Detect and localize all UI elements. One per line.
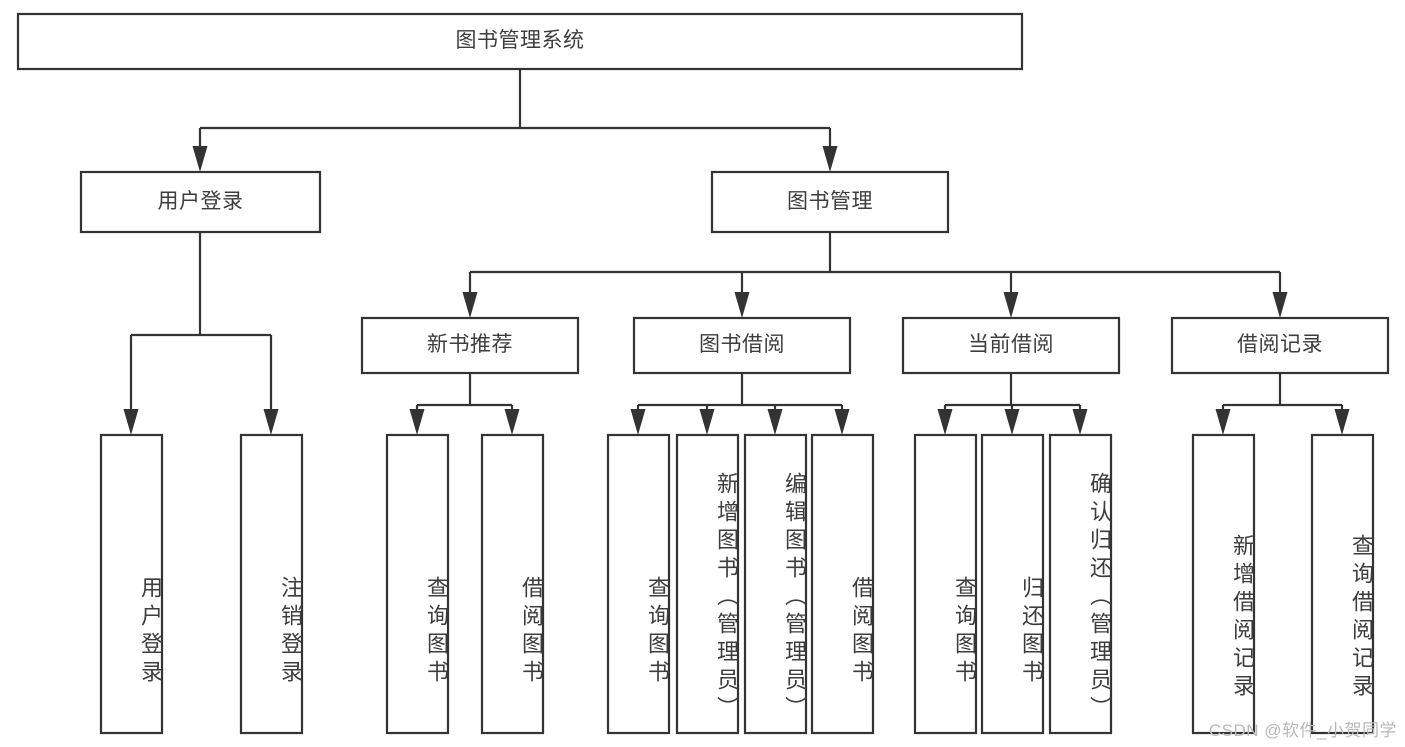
arrow-to-book-borrow-head: [734, 292, 750, 318]
arrow-to-user-logout: [263, 335, 279, 435]
arrow-to-borrow-book-1: [504, 405, 520, 435]
node-box-query-book-1[interactable]: [385, 433, 450, 735]
arrow-to-book-borrow: [734, 272, 750, 318]
node-box-borrow-records[interactable]: [1170, 316, 1390, 375]
arrow-to-add-book-admin: [699, 405, 715, 435]
arrow-to-user-login-head: [192, 146, 208, 172]
arrow-to-user-login-do: [123, 335, 139, 435]
arrow-to-query-book-2: [630, 405, 646, 435]
node-box-user-login[interactable]: [79, 170, 322, 234]
arrow-to-query-borrow-record-head: [1334, 409, 1350, 435]
node-box-user-login-do[interactable]: [99, 433, 164, 735]
arrow-to-add-borrow-record: [1215, 405, 1231, 435]
node-box-book-management[interactable]: [710, 170, 950, 234]
borrow-records-bus: [1223, 373, 1342, 407]
node-box-query-borrow-record[interactable]: [1310, 433, 1375, 735]
arrow-to-return-book-head: [1004, 409, 1020, 435]
arrow-to-new-book-recommend: [462, 272, 478, 318]
root-bus: [200, 69, 830, 130]
arrow-to-query-book-3-head: [937, 409, 953, 435]
arrow-to-new-book-recommend-head: [462, 292, 478, 318]
node-box-book-borrow[interactable]: [632, 316, 852, 375]
arrow-to-query-borrow-record: [1334, 405, 1350, 435]
arrow-to-return-book: [1004, 405, 1020, 435]
arrow-to-edit-book-admin-head: [767, 409, 783, 435]
arrow-to-query-book-2-head: [630, 409, 646, 435]
arrow-to-confirm-return-admin: [1072, 405, 1088, 435]
book-borrow-bus: [638, 373, 842, 407]
arrow-to-query-book-1: [409, 405, 425, 435]
arrow-to-borrow-book-1-head: [504, 409, 520, 435]
arrow-to-user-login-do-head: [123, 409, 139, 435]
arrow-to-borrow-records-head: [1272, 292, 1288, 318]
current-borrow-bus: [945, 373, 1080, 407]
arrow-to-edit-book-admin: [767, 405, 783, 435]
node-box-new-book-recommend[interactable]: [360, 316, 580, 375]
node-box-user-logout[interactable]: [239, 433, 304, 735]
node-boxes: [16, 12, 1390, 735]
arrow-to-query-book-3: [937, 405, 953, 435]
node-box-current-borrow[interactable]: [901, 316, 1121, 375]
arrow-to-borrow-book-2: [834, 405, 850, 435]
node-box-borrow-book-1[interactable]: [480, 433, 545, 735]
node-box-borrow-book-2[interactable]: [810, 433, 875, 735]
arrow-to-book-management: [822, 128, 838, 172]
node-box-add-book-admin[interactable]: [675, 433, 740, 735]
node-box-query-book-3[interactable]: [913, 433, 978, 735]
arrow-to-book-management-head: [822, 146, 838, 172]
node-box-return-book[interactable]: [980, 433, 1045, 735]
arrow-to-query-book-1-head: [409, 409, 425, 435]
arrow-to-add-borrow-record-head: [1215, 409, 1231, 435]
node-box-add-borrow-record[interactable]: [1191, 433, 1256, 735]
user-login-bus: [131, 232, 271, 337]
arrow-to-user-login: [192, 128, 208, 172]
arrow-to-current-borrow: [1003, 272, 1019, 318]
arrow-to-borrow-book-2-head: [834, 409, 850, 435]
arrow-to-confirm-return-admin-head: [1072, 409, 1088, 435]
arrow-to-user-logout-head: [263, 409, 279, 435]
node-box-confirm-return-admin[interactable]: [1048, 433, 1113, 735]
node-box-root[interactable]: [16, 12, 1024, 71]
book-management-bus: [470, 232, 1280, 274]
arrow-to-borrow-records: [1272, 272, 1288, 318]
node-box-query-book-2[interactable]: [606, 433, 671, 735]
connector-lines: [123, 69, 1350, 435]
node-box-edit-book-admin[interactable]: [743, 433, 808, 735]
arrow-to-current-borrow-head: [1003, 292, 1019, 318]
arrow-to-add-book-admin-head: [699, 409, 715, 435]
watermark-text: CSDN @软件_小贺同学: [1208, 721, 1397, 740]
new-book-bus: [417, 373, 512, 407]
